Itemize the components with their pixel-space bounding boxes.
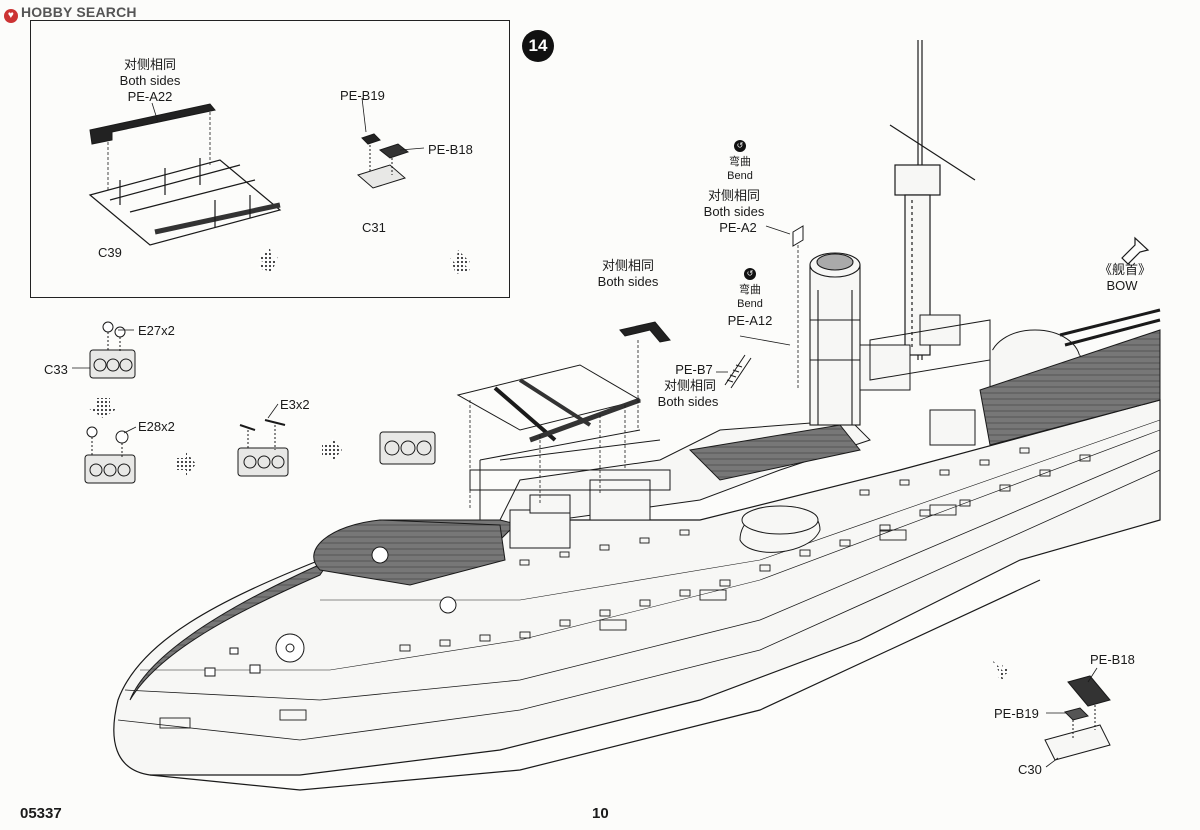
logo-icon: ♥: [4, 9, 18, 23]
inset-panel: [30, 20, 510, 298]
c33-label: C33: [44, 362, 68, 377]
a2-bend-cn: 弯曲: [729, 156, 751, 168]
inset-b18-label: PE-B18: [428, 142, 473, 157]
step-number-badge: 14: [522, 30, 554, 62]
e28-label: E28x2: [138, 419, 175, 434]
rail-both-sides-cn: 对侧相同: [601, 258, 655, 273]
inset-pe-a22: [89, 103, 216, 190]
leader-lines: [72, 97, 1098, 768]
a12-bend-en: Bend: [737, 298, 763, 310]
a2-bend-en: Bend: [727, 170, 753, 182]
a2-both-sides-en: Both sides: [703, 204, 765, 219]
br-b18-label: PE-B18: [1090, 652, 1135, 667]
inset-b19-label: PE-B19: [340, 88, 385, 103]
b7-both-sides-en: Both sides: [657, 394, 719, 409]
hull: [113, 399, 1161, 791]
bow-label-cn: 《舰首》: [1098, 262, 1152, 277]
funnel: [809, 252, 861, 426]
inset-pe-b19-b18-c31: [356, 133, 410, 189]
foredeck: [129, 519, 522, 701]
pe-rail-upper: [619, 321, 671, 343]
kit-code: 05337: [20, 805, 62, 822]
a12-bend-cn: 弯曲: [739, 284, 761, 296]
inset-a22-cn: 对侧相同: [123, 57, 177, 72]
mast: [889, 40, 976, 360]
b7-both-sides-cn: 对侧相同: [663, 378, 717, 393]
flow-arrows: [88, 248, 1010, 680]
bottom-right-parts: [1044, 675, 1111, 761]
page-number: 10: [592, 805, 609, 822]
bend-icon: ↺: [744, 268, 756, 280]
pe-a2-label: PE-A2: [719, 220, 757, 235]
hull-portholes: [159, 447, 1091, 729]
e3-label: E3x2: [280, 397, 310, 412]
rail-both-sides-en: Both sides: [597, 274, 659, 289]
pe-a12-label: PE-A12: [727, 313, 773, 328]
pe-b7-label: PE-B7: [675, 362, 713, 377]
bow-deck: [979, 329, 1161, 446]
pe-rail-frame: [456, 364, 642, 510]
inset-c39: [88, 158, 282, 246]
bend-icon: ↺: [734, 140, 746, 152]
turret-subassembly-4: [379, 431, 436, 465]
turret-subassembly-1: [89, 321, 136, 379]
pe-ladders: [724, 225, 804, 390]
bow-label-en: BOW: [1106, 278, 1138, 293]
inset-c39-label: C39: [98, 245, 122, 260]
br-b19-label: PE-B19: [994, 706, 1039, 721]
inset-c31-label: C31: [362, 220, 386, 235]
hobby-search-watermark: ♥HOBBY SEARCH: [4, 4, 137, 23]
inset-a22-part: PE-A22: [127, 89, 173, 104]
bow-arrow-icon: [1121, 236, 1150, 265]
e27-label: E27x2: [138, 323, 175, 338]
inset-a22-en: Both sides: [119, 73, 181, 88]
a2-both-sides-cn: 对侧相同: [707, 188, 761, 203]
turret-subassembly-3: [237, 419, 289, 477]
turret-subassembly-2: [84, 426, 136, 484]
midships: [469, 419, 871, 553]
br-c30-label: C30: [1018, 762, 1042, 777]
